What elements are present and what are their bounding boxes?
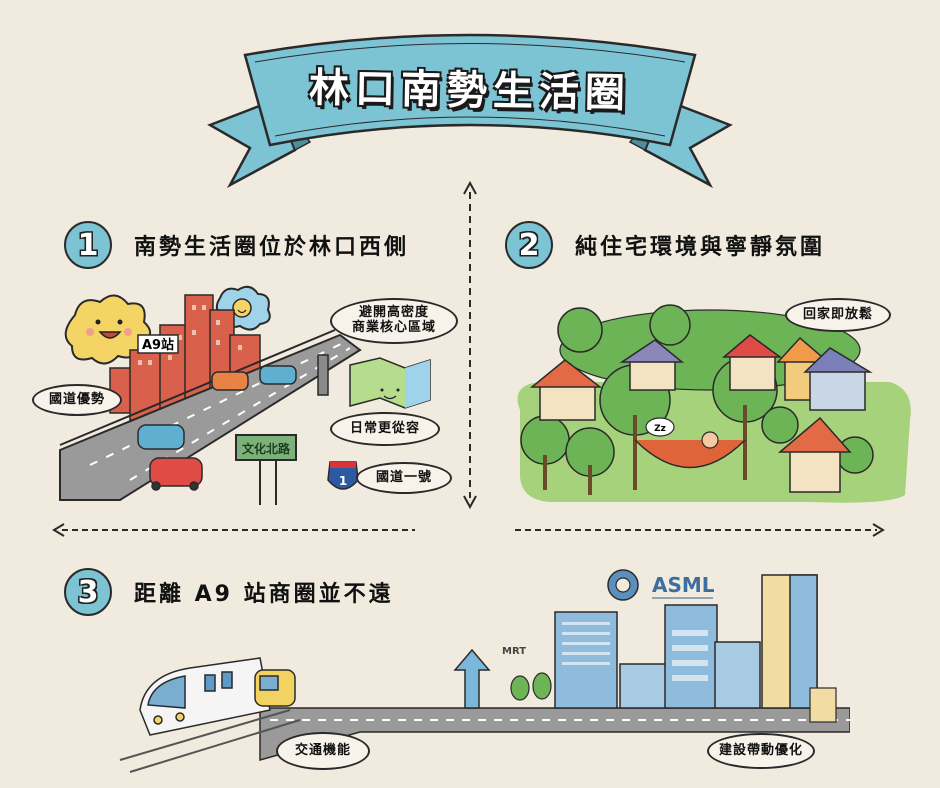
highway-illustration: A9站 文化北路 1: [59, 285, 431, 505]
section-3-title: 距離 A9 站商圈並不遠: [134, 582, 394, 607]
callout-avoid-commercial-core: 避開高密度 商業核心區域: [330, 298, 458, 344]
svg-text:1: 1: [339, 474, 347, 488]
section-2-number-badge: 2: [505, 221, 553, 269]
callout-relaxed-daily-life: 日常更從容: [330, 412, 440, 446]
residential-illustration: Zz: [517, 304, 911, 503]
highway-shield-icon: 1: [327, 461, 359, 490]
callout-highway-advantage: 國道優勢: [32, 384, 122, 416]
section-2-title: 純住宅環境與寧靜氛圍: [575, 235, 826, 260]
gear-icon: [607, 569, 639, 601]
callout-development-improvement: 建設帶動優化: [707, 733, 815, 769]
hammock-icon: [634, 439, 746, 469]
mrt-arrow-icon: MRT: [453, 646, 526, 709]
svg-text:A9站: A9站: [142, 337, 174, 353]
sleep-bubble: [645, 417, 675, 437]
street-sign: [235, 434, 297, 461]
section-1-number-badge: 1: [64, 221, 112, 269]
section-3-heading: 3 距離 A9 站商圈並不遠: [64, 568, 394, 616]
callout-transport-function: 交通機能: [276, 732, 370, 770]
map-icon: [349, 357, 431, 409]
vertical-divider-arrow: [463, 180, 477, 510]
section-2-heading: 2 純住宅環境與寧靜氛圍: [505, 221, 825, 269]
callout-relax-at-home: 回家即放鬆: [785, 298, 891, 332]
page-title: 林口南勢生活圈: [308, 65, 632, 117]
asml-logo: ASML: [652, 573, 715, 597]
happy-cloud-icon: [64, 294, 151, 365]
section-1-heading: 1 南勢生活圈位於林口西側: [64, 221, 409, 269]
bus-icon: [254, 669, 296, 707]
section-3-number-badge: 3: [64, 568, 112, 616]
transit-illustration: MRT ASML: [119, 569, 850, 773]
svg-text:文化北路: 文化北路: [242, 441, 291, 456]
section-1-title: 南勢生活圈位於林口西側: [134, 235, 410, 260]
scroll-icon: [809, 687, 837, 723]
horizontal-divider-right: [515, 523, 885, 537]
house-icons: [529, 334, 873, 493]
svg-text:Zz: Zz: [654, 424, 666, 434]
title-banner: [207, 33, 733, 189]
callout-national-highway-1: 國道一號: [356, 462, 452, 494]
a9-sign: [137, 334, 179, 354]
train-icon: [139, 657, 271, 736]
office-buildings: [554, 574, 818, 709]
svg-text:MRT: MRT: [502, 646, 526, 657]
horizontal-divider-left: [52, 523, 415, 537]
car-icons: [137, 365, 297, 491]
